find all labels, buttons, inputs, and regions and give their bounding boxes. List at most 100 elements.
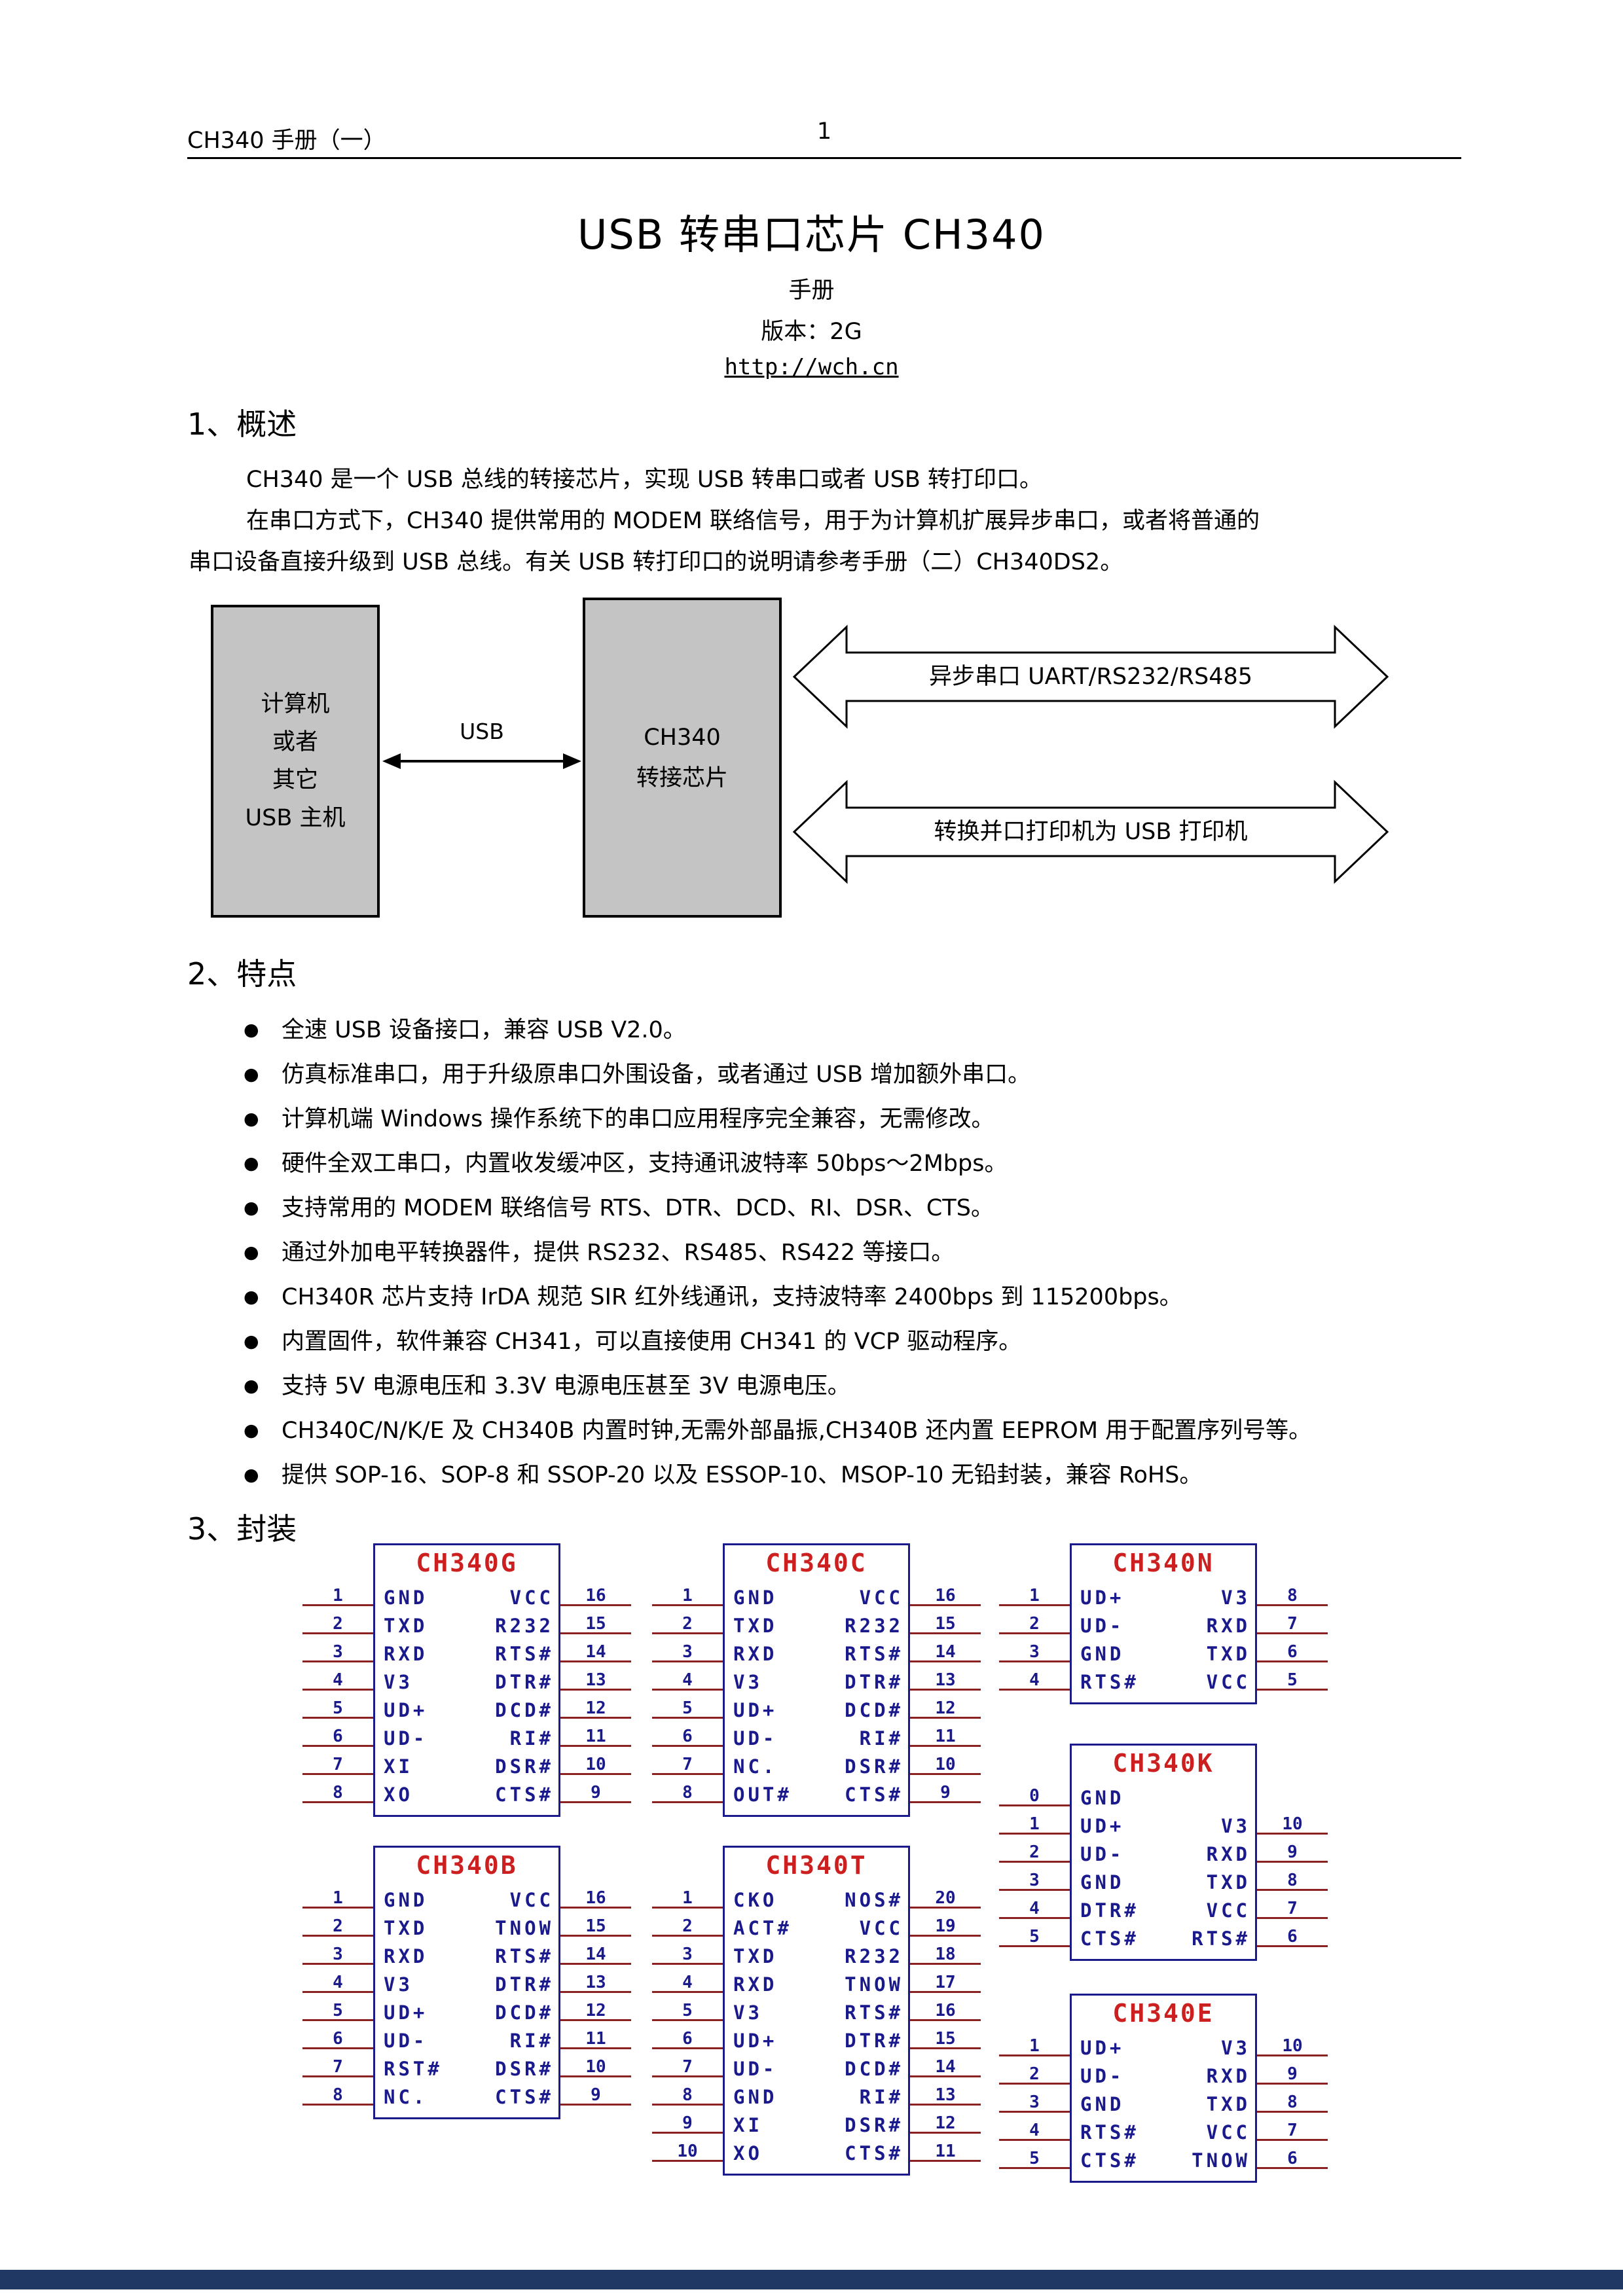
pin-number: 16 [935,1586,956,1605]
pin-line [910,1773,981,1775]
pin-number: 1 [682,1888,693,1908]
pin-line [302,1717,373,1719]
pin-stub: 14 [560,1943,631,1971]
pin-number: 7 [682,2057,693,2077]
pin-number: 3 [1029,2092,1040,2112]
pin-label: DSR# [845,1755,903,1778]
pin-stub: 13 [910,1668,981,1696]
pin-number: 9 [1287,1842,1298,1862]
chip-name: CH340K [1112,1749,1214,1778]
pin-line [302,2075,373,2077]
pin-number: 8 [1287,2092,1298,2112]
pin-stub: 7 [1257,2119,1328,2147]
pin-label: TNOW [495,1917,554,1939]
pin-stub: 8 [302,2083,373,2111]
pin-number: 5 [682,2001,693,2020]
pin-label: V3 [1221,2037,1250,2059]
pin-label: RTS# [495,1945,554,1967]
pin-label: XO [733,2142,763,2164]
uart-arrow-label: 异步串口 UART/RS232/RS485 [928,664,1253,690]
feature-text: 支持常用的 MODEM 联络信号 RTS、DTR、DCD、RI、DSR、CTS。 [282,1195,994,1221]
pin-label: RXD [384,1945,428,1967]
pin-line [999,2054,1070,2056]
chip-outline [723,1543,910,1817]
pin-label: RTS# [495,1643,554,1665]
pin-label: CTS# [1080,1928,1139,1950]
pin-line [999,1833,1070,1835]
pin-stub: 6 [302,1725,373,1753]
pin-number: 6 [333,2029,343,2049]
pin-line [302,1935,373,1937]
pin-line [1257,1945,1328,1947]
pin-number: 8 [333,2085,343,2105]
pin-label: TNOW [845,1973,903,1996]
pin-line [910,2160,981,2162]
pin-line [910,1991,981,1993]
pin-number: 4 [682,1670,693,1690]
pin-number: 13 [935,2085,956,2105]
uart-double-arrow-icon [792,624,1389,729]
doc-title: USB 转串口芯片 CH340 [577,211,1046,259]
host-box-line: 计算机 [261,691,330,717]
pin-label: CTS# [1080,2149,1139,2172]
pin-stub: 12 [560,1696,631,1725]
pin-line [910,1717,981,1719]
pin-label: UD- [733,2058,778,2080]
pin-number: 16 [935,2001,956,2020]
pin-number: 5 [333,1698,343,1718]
pin-label: DTR# [845,2030,903,2052]
pin-label: UD- [1080,2065,1125,2087]
pin-number: 15 [585,1614,606,1634]
pin-label: CTS# [495,2086,554,2108]
pin-stub: 8 [652,2083,723,2111]
pin-line [560,1632,631,1634]
pin-stub: 10 [1257,2034,1328,2062]
pin-stub: 10 [560,1753,631,1781]
pin-number: 5 [1029,1927,1040,1946]
pin-number: 16 [585,1586,606,1605]
pin-line [652,2047,723,2049]
pin-label: V3 [1221,1815,1250,1837]
pin-number: 6 [1287,1927,1298,1946]
pin-stub: 16 [560,1886,631,1914]
website-link[interactable]: http://wch.cn [724,354,899,380]
pin-label: RXD [1206,1843,1250,1865]
pin-number: 11 [585,1727,606,1746]
pin-stub: 6 [1257,1925,1328,1953]
pin-number: 2 [682,1614,693,1634]
pin-line [560,2019,631,2021]
pin-number: 9 [940,1783,951,1803]
pin-line [652,2132,723,2134]
pin-label: UD+ [1080,1587,1125,1609]
pin-line [1257,1889,1328,1891]
feature-text: 硬件全双工串口，内置收发缓冲区，支持通讯波特率 50bps～2Mbps。 [282,1151,1008,1177]
pin-stub: 10 [652,2140,723,2168]
pin-line [560,1991,631,1993]
pin-label: UD- [384,1727,428,1749]
pin-number: 12 [585,2001,606,2020]
pin-stub: 9 [1257,1840,1328,1869]
pin-label: V3 [733,1671,763,1693]
pin-label: VCC [1206,1671,1250,1693]
pin-stub: 6 [1257,1640,1328,1668]
pin-label: V3 [1221,1587,1250,1609]
feature-text: CH340R 芯片支持 IrDA 规范 SIR 红外线通讯，支持波特率 2400… [282,1284,1182,1310]
pin-stub: 1 [999,1584,1070,1612]
pin-line [652,2160,723,2162]
pin-stub: 3 [999,1640,1070,1668]
pin-stub: 0 [999,1784,1070,1812]
pin-line [1257,1604,1328,1606]
overview-line-3: 串口设备直接升级到 USB 总线。有关 USB 转打印口的说明请参考手册（二）C… [189,549,1123,575]
